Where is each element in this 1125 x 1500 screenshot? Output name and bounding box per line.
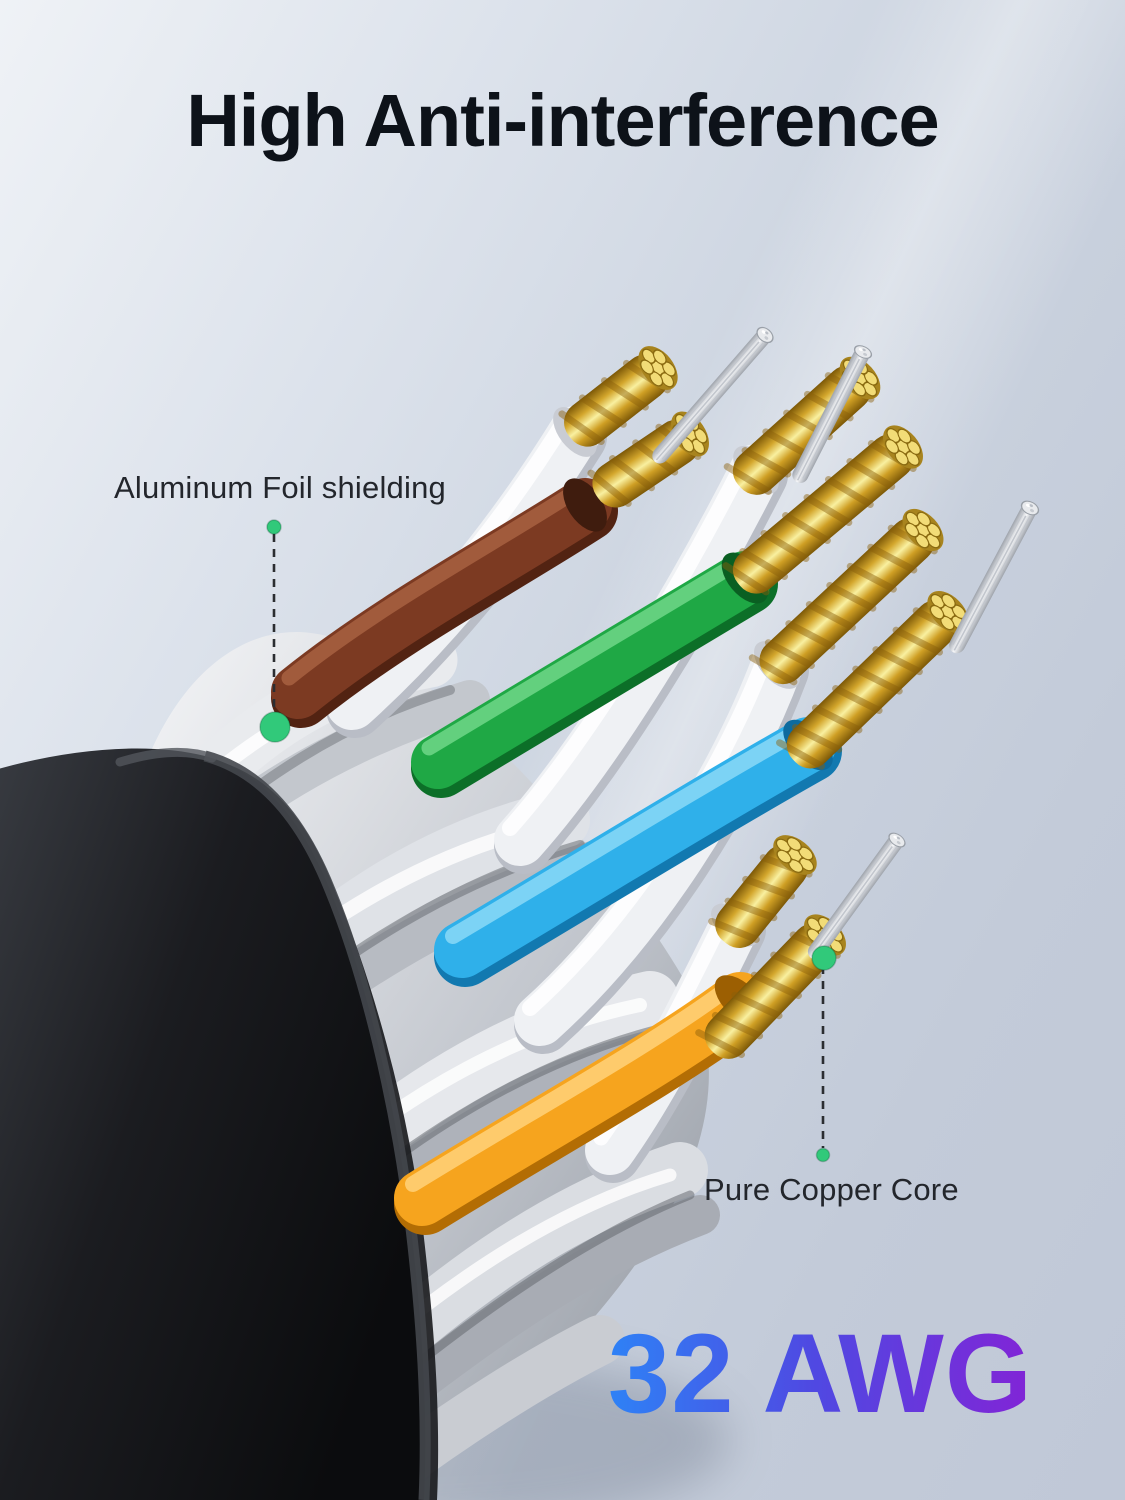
page-title: High Anti-interference	[186, 79, 939, 162]
cable-jacket	[0, 747, 439, 1500]
callout-dot	[266, 519, 282, 535]
callout-copper-leader	[811, 945, 837, 1163]
callout-dot	[815, 1147, 831, 1163]
callout-label-copper: Pure Copper Core	[704, 1172, 959, 1207]
gauge-spec-text: 32 AWG	[607, 1311, 1033, 1436]
callout-dot	[811, 945, 837, 971]
callout-dot	[259, 711, 291, 743]
callout-foil-leader	[259, 519, 291, 743]
callout-label-foil: Aluminum Foil shielding	[114, 470, 446, 505]
